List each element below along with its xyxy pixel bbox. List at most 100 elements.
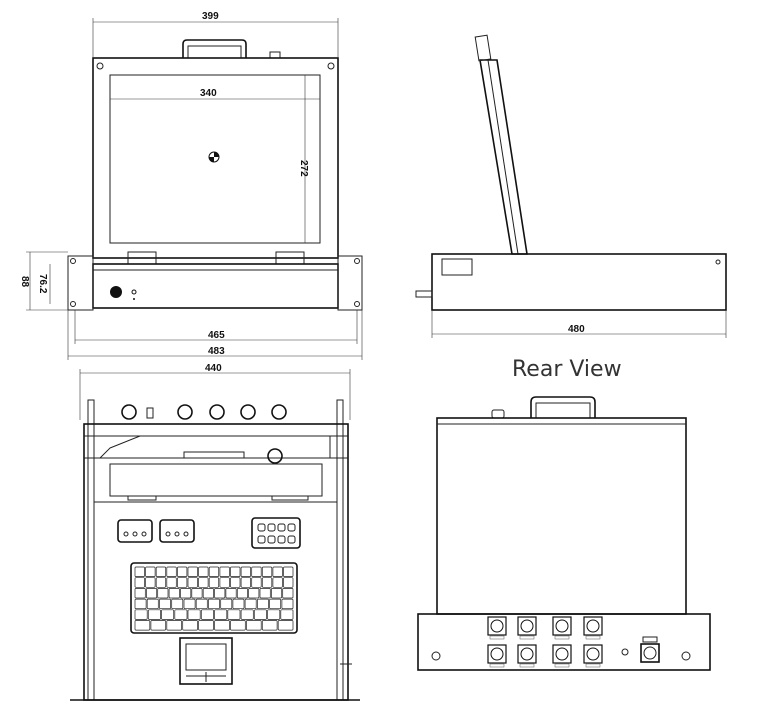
dim-side-depth: 480 <box>568 324 585 335</box>
key <box>261 566 273 577</box>
key <box>282 588 294 599</box>
rear-port-ring <box>520 647 534 661</box>
dim-chassis-height: 76.2 <box>37 274 48 294</box>
key <box>251 566 262 577</box>
key <box>146 598 159 610</box>
key <box>225 588 237 599</box>
key <box>182 620 198 631</box>
key <box>134 620 151 631</box>
front-view: 399 340 272 88 76.2 465 483 <box>19 11 363 360</box>
rear-port-label-plate <box>554 635 570 640</box>
key <box>259 588 271 599</box>
rear-port-ring <box>490 619 504 633</box>
rear-port-ring <box>555 619 569 633</box>
key <box>166 577 177 588</box>
dim-top-width: 440 <box>205 363 222 374</box>
key <box>183 598 196 610</box>
key <box>232 598 245 610</box>
key <box>227 609 241 620</box>
side-view: 480 <box>415 34 727 338</box>
rear-port <box>583 644 603 664</box>
touchpad <box>179 637 233 685</box>
key <box>187 609 201 620</box>
key <box>220 598 233 610</box>
dim-front-width: 399 <box>202 11 219 22</box>
key <box>134 588 146 599</box>
top-view: 440 <box>70 363 360 701</box>
rear-handle <box>530 396 596 418</box>
key <box>240 577 251 588</box>
rear-power-port <box>640 643 660 663</box>
rear-port-ring <box>586 619 600 633</box>
key <box>280 609 294 620</box>
dim-screen-width: 340 <box>200 88 217 99</box>
rack-ear-left <box>67 255 94 311</box>
rear-port <box>552 616 572 636</box>
key <box>198 577 209 588</box>
monitor-frame <box>92 57 339 259</box>
key <box>253 609 267 620</box>
control-panel-1 <box>117 519 153 543</box>
side-chassis <box>431 253 727 311</box>
rear-port-label-plate <box>585 663 601 668</box>
rear-port <box>517 616 537 636</box>
rear-port-label-plate <box>519 635 535 640</box>
key <box>159 598 171 610</box>
top-connectors <box>121 404 287 420</box>
rear-port-label-plate <box>554 663 570 668</box>
key <box>202 588 214 599</box>
key <box>146 588 158 599</box>
key <box>257 598 269 610</box>
key <box>191 588 203 599</box>
key <box>240 609 254 620</box>
power-button-icon <box>110 286 137 300</box>
dim-screen-height: 272 <box>298 160 309 177</box>
key <box>272 577 283 588</box>
key <box>251 577 262 588</box>
key <box>248 588 260 599</box>
rear-port <box>517 644 537 664</box>
key <box>166 620 182 631</box>
key <box>168 588 180 599</box>
key <box>166 566 177 577</box>
control-panel-3 <box>251 517 301 549</box>
key <box>187 577 198 588</box>
key <box>269 598 282 610</box>
top-knob <box>269 51 281 59</box>
dim-rack-width: 483 <box>208 346 225 357</box>
key <box>230 577 241 588</box>
key <box>267 609 281 620</box>
rear-port-ring <box>586 647 600 661</box>
rear-port-ring <box>555 647 569 661</box>
key <box>134 577 145 588</box>
key <box>244 598 257 610</box>
key <box>134 566 145 577</box>
key <box>261 577 273 588</box>
key <box>161 609 175 620</box>
rear-port-label-plate <box>585 635 601 640</box>
key <box>230 566 241 577</box>
key <box>281 598 294 610</box>
rear-port <box>552 644 572 664</box>
front-handle <box>182 39 247 58</box>
key <box>236 588 248 599</box>
key <box>155 566 167 577</box>
key <box>246 620 262 631</box>
front-chassis <box>92 263 339 309</box>
key <box>261 620 278 631</box>
key <box>198 566 209 577</box>
key <box>219 577 230 588</box>
key <box>214 588 226 599</box>
key <box>174 609 188 620</box>
key <box>208 598 220 610</box>
key <box>177 577 188 588</box>
key <box>283 566 294 577</box>
key <box>214 609 228 620</box>
key <box>155 577 167 588</box>
rear-view <box>417 396 711 671</box>
key <box>283 577 294 588</box>
rear-port-label-plate <box>519 663 535 668</box>
control-panel-2 <box>159 519 195 543</box>
key <box>219 566 230 577</box>
